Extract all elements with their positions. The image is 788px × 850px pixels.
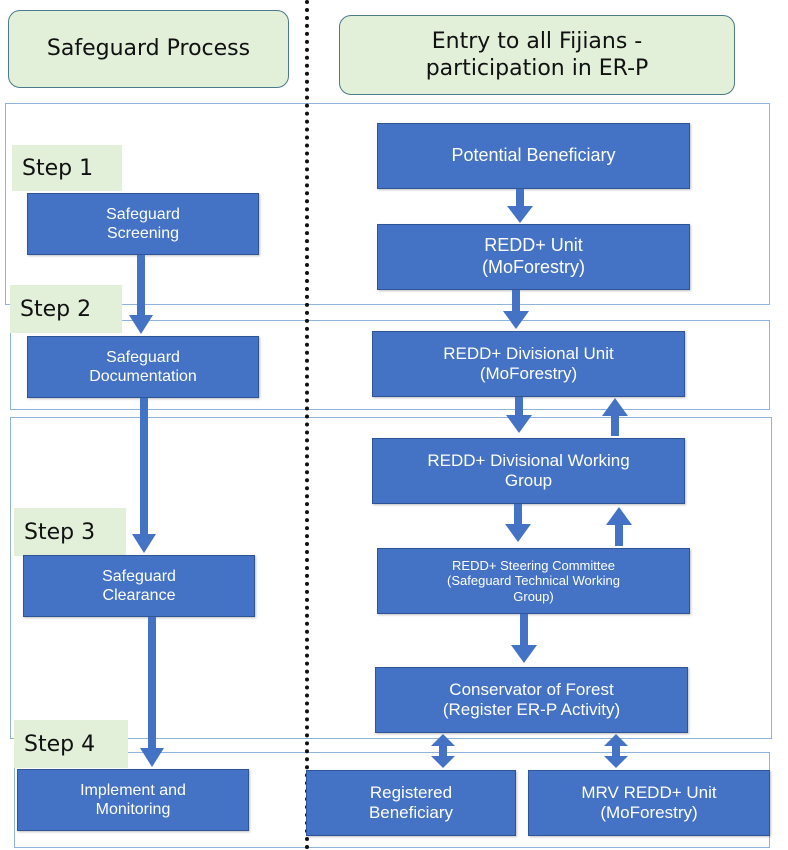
- step-2-text: Step 2: [20, 296, 92, 322]
- step-3-band: [10, 417, 772, 739]
- arrow-documentation-to-clearance: [132, 398, 156, 553]
- registered-beneficiary-text: Registered Beneficiary: [368, 782, 454, 822]
- column-divider: [305, 0, 309, 850]
- step-2-label: Step 2: [10, 285, 122, 333]
- implement-monitoring-text: Implement and Monitoring: [80, 781, 186, 818]
- conservator-of-forest-box: Conservator of Forest (Register ER-P Act…: [375, 667, 688, 733]
- arrow-potential-to-redd-unit: [507, 189, 533, 223]
- steering-committee-text: REDD+ Steering Committee (Safeguard Tech…: [447, 557, 620, 604]
- step-3-text: Step 3: [24, 519, 96, 545]
- divisional-working-group-text: REDD+ Divisional Working Group: [427, 450, 630, 490]
- step-2-band: [10, 320, 770, 410]
- right-column-header: Entry to all Fijians - participation in …: [339, 15, 735, 95]
- conservator-of-forest-text: Conservator of Forest (Register ER-P Act…: [442, 679, 621, 719]
- step-1-band: [5, 103, 770, 305]
- arrow-steering-up: [606, 507, 632, 546]
- safeguard-clearance-box: Safeguard Clearance: [23, 555, 255, 617]
- mrv-unit-box: MRV REDD+ Unit (MoForestry): [528, 770, 770, 836]
- arrow-redd-unit-to-divisional-unit: [503, 290, 529, 329]
- step-1-label: Step 1: [12, 145, 122, 191]
- left-column-header: Safeguard Process: [8, 10, 289, 88]
- divisional-working-group-box: REDD+ Divisional Working Group: [372, 438, 685, 504]
- divisional-unit-text: REDD+ Divisional Unit (MoForestry): [443, 343, 614, 383]
- double-arrow-conservator-mrv: [604, 734, 628, 768]
- safeguard-documentation-text: Safeguard Documentation: [89, 348, 197, 385]
- double-arrow-conservator-registered: [431, 734, 455, 768]
- step-1-text: Step 1: [22, 155, 94, 181]
- potential-beneficiary-text: Potential Beneficiary: [451, 145, 616, 166]
- divisional-unit-box: REDD+ Divisional Unit (MoForestry): [372, 331, 685, 397]
- step-3-label: Step 3: [14, 508, 126, 556]
- redd-unit-text: REDD+ Unit (MoForestry): [482, 235, 585, 277]
- steering-committee-box: REDD+ Steering Committee (Safeguard Tech…: [377, 548, 690, 614]
- right-column-header-text: Entry to all Fijians - participation in …: [425, 28, 649, 82]
- registered-beneficiary-box: Registered Beneficiary: [306, 770, 516, 836]
- arrow-working-group-down: [505, 504, 531, 542]
- safeguard-documentation-box: Safeguard Documentation: [27, 336, 259, 398]
- arrow-screening-to-documentation: [129, 255, 153, 334]
- arrow-working-group-up: [602, 398, 628, 436]
- left-column-header-text: Safeguard Process: [46, 36, 251, 62]
- step-4-label: Step 4: [14, 720, 128, 768]
- arrow-clearance-to-implement: [140, 617, 164, 767]
- safeguard-screening-box: Safeguard Screening: [27, 193, 259, 255]
- mrv-unit-text: MRV REDD+ Unit (MoForestry): [581, 782, 717, 822]
- step-4-text: Step 4: [24, 731, 96, 757]
- arrow-steering-to-conservator: [511, 614, 537, 663]
- redd-unit-box: REDD+ Unit (MoForestry): [377, 224, 690, 290]
- arrow-divisional-unit-down: [506, 397, 532, 433]
- potential-beneficiary-box: Potential Beneficiary: [377, 123, 690, 189]
- safeguard-clearance-text: Safeguard Clearance: [102, 567, 176, 604]
- safeguard-screening-text: Safeguard Screening: [106, 205, 180, 242]
- implement-monitoring-box: Implement and Monitoring: [17, 769, 249, 831]
